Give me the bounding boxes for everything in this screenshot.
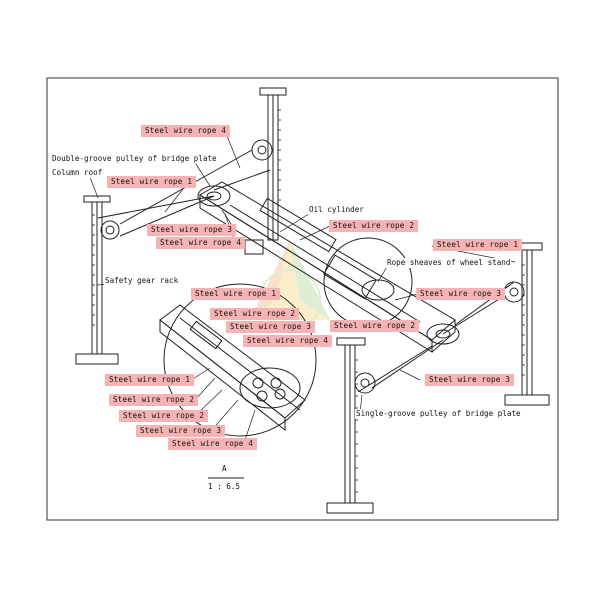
- label-steel-wire-rope-3-right: Steel wire rope 3: [416, 288, 506, 300]
- label-safety-gear-rack: Safety gear rack: [104, 276, 180, 286]
- label-bottom-steel-wire-rope-2a: Steel wire rope 2: [109, 394, 199, 406]
- label-rope-sheaves-wheel-stand: Rope sheaves of wheel stand: [386, 258, 512, 268]
- label-detail-steel-wire-rope-1: Steel wire rope 1: [191, 288, 281, 300]
- label-detail-steel-wire-rope-4: Steel wire rope 4: [243, 335, 333, 347]
- label-detail-steel-wire-rope-3: Steel wire rope 3: [226, 321, 316, 333]
- label-bottom-steel-wire-rope-1: Steel wire rope 1: [105, 374, 195, 386]
- label-steel-wire-rope-2-mid: Steel wire rope 2: [329, 220, 419, 232]
- label-bottom-steel-wire-rope-3: Steel wire rope 3: [136, 425, 226, 437]
- label-steel-wire-rope-4-top: Steel wire rope 4: [141, 125, 231, 137]
- label-double-groove-pulley: Double-groove pulley of bridge plate: [51, 154, 218, 164]
- detail-letter: A: [222, 464, 227, 473]
- label-single-groove-pulley: Single-groove pulley of bridge plate: [355, 409, 522, 419]
- label-column-roof: Column roof: [51, 168, 104, 178]
- label-steel-wire-rope-3-left: Steel wire rope 3: [147, 224, 237, 236]
- detail-scale: 1 : 6.5: [208, 482, 241, 491]
- label-bottom-steel-wire-rope-2b: Steel wire rope 2: [119, 410, 209, 422]
- label-steel-wire-rope-1-left: Steel wire rope 1: [107, 176, 197, 188]
- label-bottom-steel-wire-rope-4: Steel wire rope 4: [168, 438, 258, 450]
- label-steel-wire-rope-2-right: Steel wire rope 2: [330, 320, 420, 332]
- label-steel-wire-rope-1-right: Steel wire rope 1: [433, 239, 523, 251]
- label-steel-wire-rope-4-left: Steel wire rope 4: [156, 237, 246, 249]
- label-detail-steel-wire-rope-2: Steel wire rope 2: [210, 308, 300, 320]
- label-steel-wire-rope-3-low: Steel wire rope 3: [425, 374, 515, 386]
- label-oil-cylinder: Oil cylinder: [308, 205, 365, 215]
